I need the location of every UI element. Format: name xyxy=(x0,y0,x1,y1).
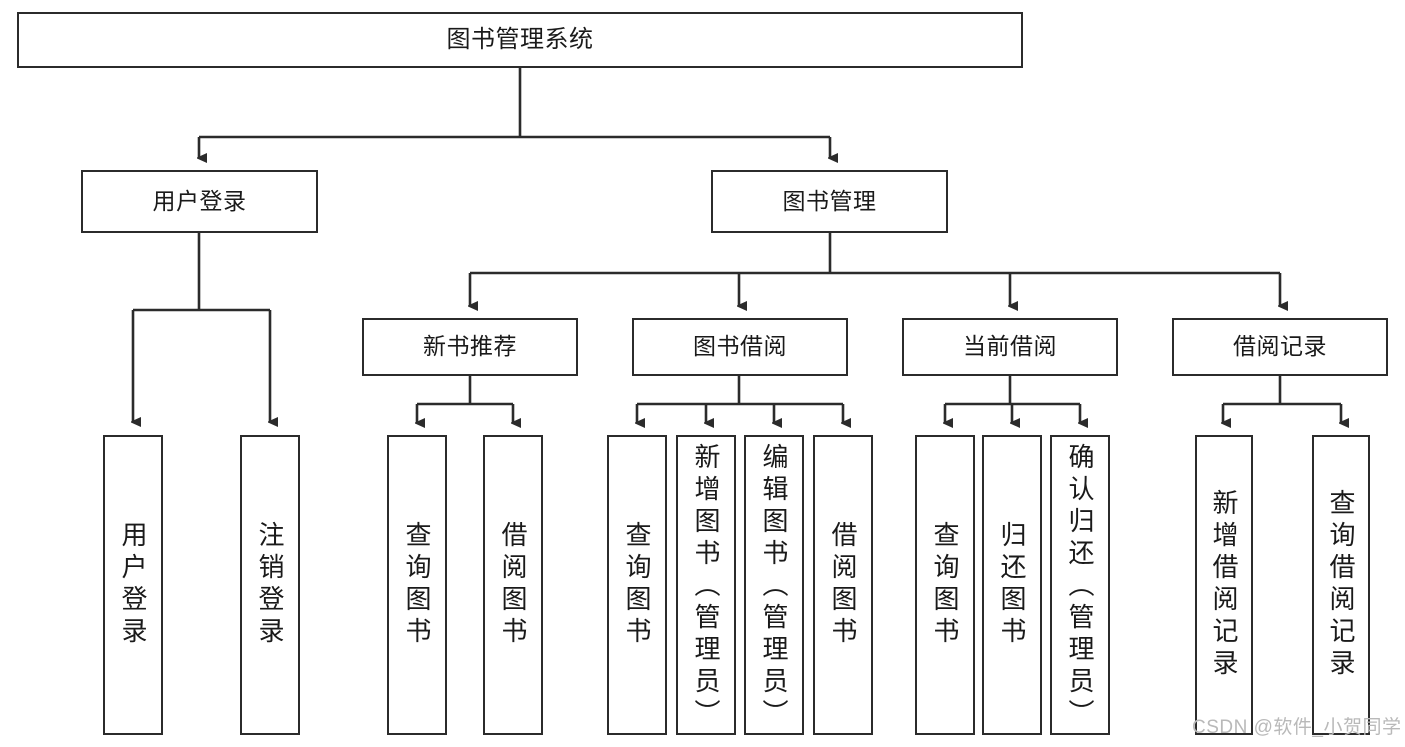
node-leaf-add-record[interactable]: 新增借阅记录 xyxy=(1195,435,1253,735)
node-borrow-record[interactable]: 借阅记录 xyxy=(1172,318,1388,376)
node-leaf-return-book[interactable]: 归还图书 xyxy=(982,435,1042,735)
node-leaf-borrow-book-2-label: 借阅图书 xyxy=(828,521,858,649)
node-book-borrow[interactable]: 图书借阅 xyxy=(632,318,848,376)
node-new-book-rec-label: 新书推荐 xyxy=(423,333,517,360)
node-current-borrow-label: 当前借阅 xyxy=(963,333,1057,360)
node-leaf-borrow-book-1-label: 借阅图书 xyxy=(498,521,528,649)
node-leaf-add-record-label: 新增借阅记录 xyxy=(1209,489,1239,681)
node-leaf-query-book-3[interactable]: 查询图书 xyxy=(915,435,975,735)
node-leaf-borrow-book-1[interactable]: 借阅图书 xyxy=(483,435,543,735)
node-leaf-logout-login-label: 注销登录 xyxy=(255,521,285,649)
csdn-watermark: CSDN @软件_小贺同学 xyxy=(1192,717,1402,738)
node-leaf-query-book-1[interactable]: 查询图书 xyxy=(387,435,447,735)
node-leaf-query-record[interactable]: 查询借阅记录 xyxy=(1312,435,1370,735)
node-leaf-add-book[interactable]: 新增图书（管理员） xyxy=(676,435,736,735)
node-leaf-user-login-label: 用户登录 xyxy=(118,521,148,649)
node-user-login-label: 用户登录 xyxy=(152,187,247,214)
node-book-manage-label: 图书管理 xyxy=(782,187,877,214)
node-leaf-user-login[interactable]: 用户登录 xyxy=(103,435,163,735)
node-leaf-return-book-label: 归还图书 xyxy=(997,521,1027,649)
node-leaf-add-book-label: 新增图书（管理员） xyxy=(691,443,721,731)
node-borrow-record-label: 借阅记录 xyxy=(1233,333,1327,360)
node-leaf-query-book-2-label: 查询图书 xyxy=(622,521,652,649)
node-root-label: 图书管理系统 xyxy=(446,25,594,53)
node-leaf-query-record-label: 查询借阅记录 xyxy=(1326,489,1356,681)
node-root[interactable]: 图书管理系统 xyxy=(17,12,1023,68)
node-leaf-edit-book[interactable]: 编辑图书（管理员） xyxy=(744,435,804,735)
node-book-manage[interactable]: 图书管理 xyxy=(711,170,948,233)
node-new-book-rec[interactable]: 新书推荐 xyxy=(362,318,578,376)
node-current-borrow[interactable]: 当前借阅 xyxy=(902,318,1118,376)
node-user-login[interactable]: 用户登录 xyxy=(81,170,318,233)
node-leaf-query-book-2[interactable]: 查询图书 xyxy=(607,435,667,735)
node-leaf-edit-book-label: 编辑图书（管理员） xyxy=(759,443,789,731)
node-leaf-borrow-book-2[interactable]: 借阅图书 xyxy=(813,435,873,735)
node-leaf-query-book-1-label: 查询图书 xyxy=(402,521,432,649)
node-leaf-logout-login[interactable]: 注销登录 xyxy=(240,435,300,735)
node-leaf-confirm-return-label: 确认归还（管理员） xyxy=(1065,443,1095,731)
node-book-borrow-label: 图书借阅 xyxy=(693,333,787,360)
node-leaf-query-book-3-label: 查询图书 xyxy=(930,521,960,649)
node-leaf-confirm-return[interactable]: 确认归还（管理员） xyxy=(1050,435,1110,735)
